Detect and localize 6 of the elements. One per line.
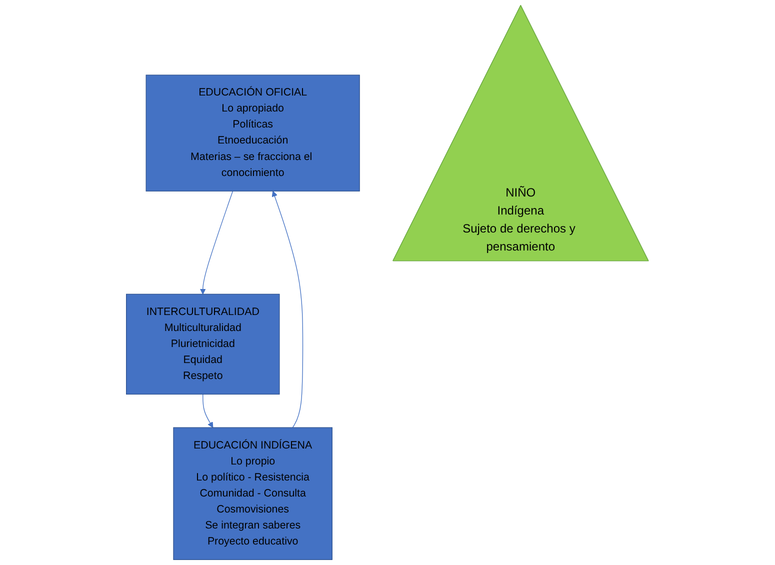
node-box: EDUCACIÓN OFICIAL Lo apropiado Políticas Etnoeducación Materias – se fracciona el conocimiento: [146, 74, 360, 192]
arrow: [200, 190, 234, 294]
arrow: [272, 190, 304, 428]
node-box: EDUCACIÓN INDÍGENA Lo propio Lo político - Resistencia Comunidad - Consulta Cosmovisiones Se integran saberes Proyecto educativo: [173, 427, 333, 560]
node-box: INTERCULTURALIDAD Multiculturalidad Plurietnicidad Equidad Respeto: [126, 294, 280, 395]
arrow: [202, 394, 214, 428]
